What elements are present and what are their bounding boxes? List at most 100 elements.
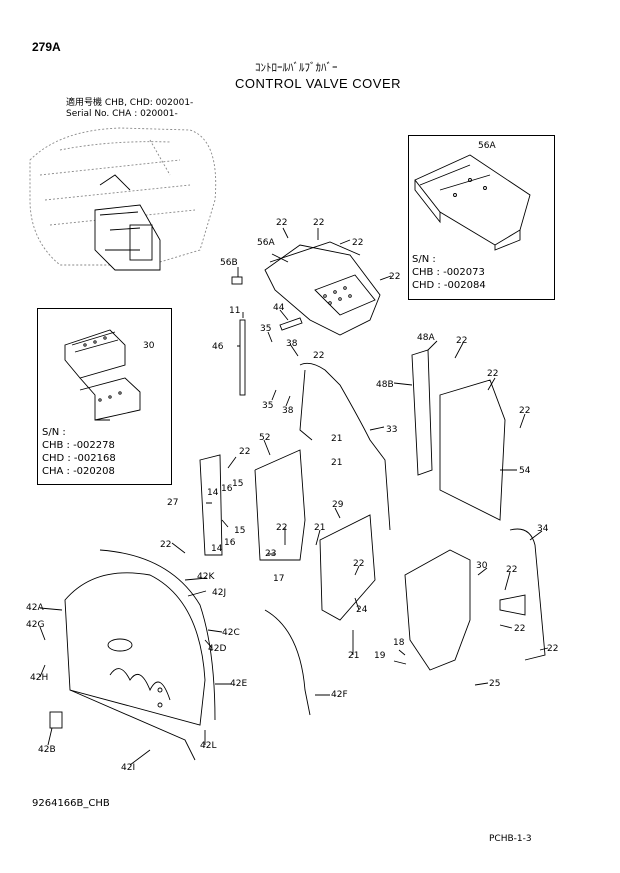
top-cover-plate (264, 241, 381, 336)
pipe-34 (509, 528, 546, 661)
callout-19: 19 (374, 651, 386, 661)
support-30 (404, 549, 471, 671)
page-number: 279A (32, 40, 61, 54)
callout-29: 29 (332, 500, 344, 510)
callout-22: 22 (514, 624, 525, 634)
callout-48a: 48A (417, 333, 435, 343)
callout-42g: 42G (26, 620, 44, 630)
callout-labels: 22 22 22 22 56A 56B 11 44 35 38 46 22 35… (26, 141, 558, 773)
callout-22: 22 (456, 336, 467, 346)
callout-21: 21 (348, 651, 359, 661)
callout-42i: 42I (121, 763, 135, 773)
callout-35: 35 (260, 324, 271, 334)
strip-44 (279, 317, 303, 331)
inset-right-serials: S/N : CHB : -002073 CHD : -002084 (412, 253, 486, 292)
leader-lines (39, 227, 549, 766)
callout-22: 22 (313, 351, 324, 361)
callout-38: 38 (282, 406, 294, 416)
part-42b (49, 711, 63, 729)
inset-left-part-label: 30 (143, 341, 155, 351)
sn-line: CHB : -002073 (412, 267, 485, 278)
callout-23: 23 (265, 549, 276, 559)
callout-25: 25 (489, 679, 500, 689)
callout-14: 14 (211, 544, 223, 554)
callout-46: 46 (212, 342, 224, 352)
callout-21: 21 (331, 458, 342, 468)
callout-22: 22 (519, 406, 530, 416)
callout-30: 30 (476, 561, 488, 571)
callout-22: 22 (487, 369, 498, 379)
callout-42b: 42B (38, 745, 56, 755)
callout-16: 16 (224, 538, 236, 548)
inset-right-part-label: 56A (478, 141, 496, 151)
sn-label: S/N : (412, 254, 436, 265)
panel-54 (439, 379, 506, 521)
callout-52: 52 (259, 433, 270, 443)
frame-52 (254, 449, 306, 561)
callout-22: 22 (160, 540, 171, 550)
callout-22: 22 (506, 565, 517, 575)
callout-18: 18 (393, 638, 405, 648)
callout-22: 22 (547, 644, 558, 654)
page-code: PCHB-1-3 (489, 834, 532, 844)
callout-33: 33 (386, 425, 397, 435)
frame-29 (319, 514, 376, 621)
callout-11: 11 (229, 306, 240, 316)
callout-14: 14 (207, 488, 219, 498)
applicability-line-2: Serial No. CHA : 020001- (66, 109, 178, 119)
callout-42d: 42D (208, 644, 226, 654)
callout-44: 44 (273, 303, 285, 313)
machine-cover-thumbnail (94, 174, 161, 271)
callout-21: 21 (331, 434, 342, 444)
callout-22: 22 (276, 218, 287, 228)
callout-17: 17 (273, 574, 284, 584)
page-title: CONTROL VALVE COVER (235, 76, 402, 91)
callout-42e: 42E (230, 679, 247, 689)
callout-15: 15 (234, 526, 245, 536)
rod-46 (239, 319, 246, 396)
inset-right-plate (414, 154, 531, 251)
applicability-block: 適用号機 CHB, CHD: 002001- Serial No. CHA : … (66, 98, 193, 120)
side-cover-42a (64, 549, 216, 761)
inset-left-serials: S/N : CHB : -002278 CHD : -002168 CHA : … (42, 426, 116, 478)
callout-35: 35 (262, 401, 273, 411)
callout-42k: 42K (197, 572, 215, 582)
frame-33 (299, 362, 391, 531)
callout-24: 24 (356, 605, 368, 615)
callout-56b: 56B (220, 258, 238, 268)
callout-34: 34 (537, 524, 549, 534)
bracket-48a (411, 349, 433, 476)
callout-22: 22 (389, 272, 400, 282)
callout-22: 22 (353, 559, 364, 569)
sn-line: CHB : -002278 (42, 440, 115, 451)
strip-42f (264, 609, 311, 716)
callout-42j: 42J (212, 588, 226, 598)
title-japanese: ｺﾝﾄﾛｰﾙﾊﾞﾙﾌﾞｶﾊﾞｰ (255, 61, 338, 74)
callout-22: 22 (352, 238, 363, 248)
callout-16: 16 (221, 484, 233, 494)
callout-42c: 42C (222, 628, 240, 638)
callout-42a: 42A (26, 603, 44, 613)
callout-38: 38 (286, 339, 298, 349)
pad-56b (231, 276, 243, 285)
callout-22: 22 (239, 447, 250, 457)
callout-54: 54 (519, 466, 531, 476)
sn-line: CHA : -020208 (42, 466, 115, 477)
callout-21: 21 (314, 523, 325, 533)
applicability-line-1: 適用号機 CHB, CHD: 002001- (66, 98, 194, 108)
bracket-27 (199, 454, 223, 556)
callout-15: 15 (232, 479, 243, 489)
callout-27: 27 (167, 498, 178, 508)
callout-22: 22 (313, 218, 324, 228)
drawing-number: 9264166B_CHB (32, 798, 110, 809)
callout-42l: 42L (200, 741, 216, 751)
callout-48b: 48B (376, 380, 394, 390)
callout-22: 22 (276, 523, 287, 533)
bracket-34 (499, 594, 526, 616)
callout-42f: 42F (331, 690, 348, 700)
callout-42h: 42H (30, 673, 48, 683)
inset-left-bracket (64, 329, 141, 421)
callout-56a: 56A (257, 238, 275, 248)
sn-line: CHD : -002084 (412, 280, 486, 291)
